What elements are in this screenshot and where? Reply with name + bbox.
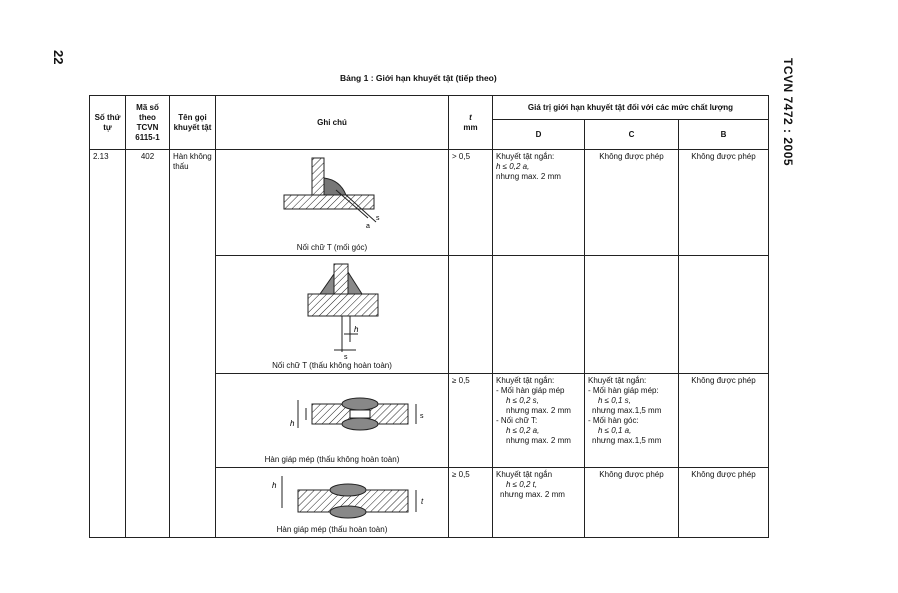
header-ghi-chu: Ghi chú bbox=[215, 95, 449, 150]
standard-header: TCVN 7472 : 2005 bbox=[781, 58, 795, 167]
row-ten: Hàn không thấu bbox=[169, 149, 216, 538]
table-row: 2.13 402 Hàn không thấu a s Nối chữ T (m… bbox=[89, 149, 769, 538]
mark-h: h bbox=[290, 419, 295, 428]
row-stt: 2.13 bbox=[89, 149, 126, 538]
mark-t: t bbox=[421, 497, 424, 506]
butt-full-drawing: h t bbox=[272, 476, 424, 519]
mark-a: a bbox=[366, 223, 370, 230]
figure-label: Hàn giáp mép (thấu không hoàn toàn) bbox=[264, 455, 400, 464]
figure-butt-full: h t Hàn giáp mép (thấu hoàn toàn) bbox=[215, 467, 449, 538]
figure-label: Nối chữ T (mối góc) bbox=[296, 243, 368, 252]
header-ma-so: Mã số theo TCVN 6115-1 bbox=[125, 95, 170, 150]
mark-s: s bbox=[420, 413, 424, 420]
t-joint-fillet-drawing: a s bbox=[283, 157, 380, 230]
header-t: t bbox=[469, 112, 472, 122]
cell-level-b: Không được phép bbox=[678, 373, 769, 468]
cell-t: ≥ 0,5 bbox=[448, 373, 493, 468]
cell-level-b: Không được phép bbox=[678, 467, 769, 538]
mark-h: h bbox=[272, 481, 277, 490]
mark-s: s bbox=[344, 354, 348, 361]
header-mm: mm bbox=[463, 122, 478, 132]
page-number: 22 bbox=[51, 50, 66, 65]
butt-partial-drawing: h s bbox=[290, 397, 424, 431]
table-row: h t Hàn giáp mép (thấu hoàn toàn) ≥ 0,5 … bbox=[90, 467, 769, 538]
mark-h: h bbox=[354, 325, 359, 334]
row-ma: 402 bbox=[125, 149, 170, 538]
figure-label: Hàn giáp mép (thấu hoàn toàn) bbox=[276, 525, 388, 534]
cell-level-d: Khuyết tật ngắn h ≤ 0,2 t, nhưng max. 2 … bbox=[492, 467, 585, 538]
cell-level-b: Không được phép bbox=[678, 149, 769, 256]
header-so-thu-tu: Số thứ tự bbox=[89, 95, 126, 150]
header-level-d: D bbox=[492, 119, 585, 150]
figure-t-joint-fillet: a s Nối chữ T (mối góc) bbox=[215, 149, 449, 256]
cell-level-c: Không được phép bbox=[584, 467, 679, 538]
cell-level-d: Khuyết tật ngắn: h ≤ 0,2 a, nhưng max. 2… bbox=[492, 149, 585, 256]
cell-level-d: Khuyết tật ngắn: - Mối hàn giáp mép h ≤ … bbox=[492, 373, 585, 468]
t-joint-partial-drawing: h s bbox=[307, 263, 379, 361]
cell-level-d bbox=[492, 255, 585, 374]
table-row: h s Hàn giáp mép (thấu không hoàn toàn) … bbox=[90, 373, 769, 468]
defect-limits-table: Số thứ tự Mã số theo TCVN 6115-1 Tên gọi… bbox=[89, 95, 769, 538]
figure-label: Nối chữ T (thấu không hoàn toàn) bbox=[272, 361, 392, 370]
mark-s: s bbox=[376, 215, 380, 222]
cell-t bbox=[448, 255, 493, 374]
table-caption: Bảng 1 : Giới hạn khuyết tật (tiếp theo) bbox=[340, 73, 497, 83]
figure-t-joint-partial: h s Nối chữ T (thấu không hoàn toàn) bbox=[215, 255, 449, 374]
figure-butt-partial: h s Hàn giáp mép (thấu không hoàn toàn) bbox=[215, 373, 449, 468]
cell-level-b bbox=[678, 255, 769, 374]
header-level-c: C bbox=[584, 119, 679, 150]
cell-level-c: Không được phép bbox=[584, 149, 679, 256]
header-ten-goi: Tên gọi khuyết tật bbox=[169, 95, 216, 150]
cell-level-c bbox=[584, 255, 679, 374]
cell-level-c: Khuyết tật ngắn: - Mối hàn giáp mép: h ≤… bbox=[584, 373, 679, 468]
header-level-b: B bbox=[678, 119, 769, 150]
header-thickness: t mm bbox=[448, 95, 493, 150]
cell-t: > 0,5 bbox=[448, 149, 493, 256]
cell-t: ≥ 0,5 bbox=[448, 467, 493, 538]
header-gia-tri: Giá trị giới hạn khuyết tật đối với các … bbox=[492, 95, 769, 120]
